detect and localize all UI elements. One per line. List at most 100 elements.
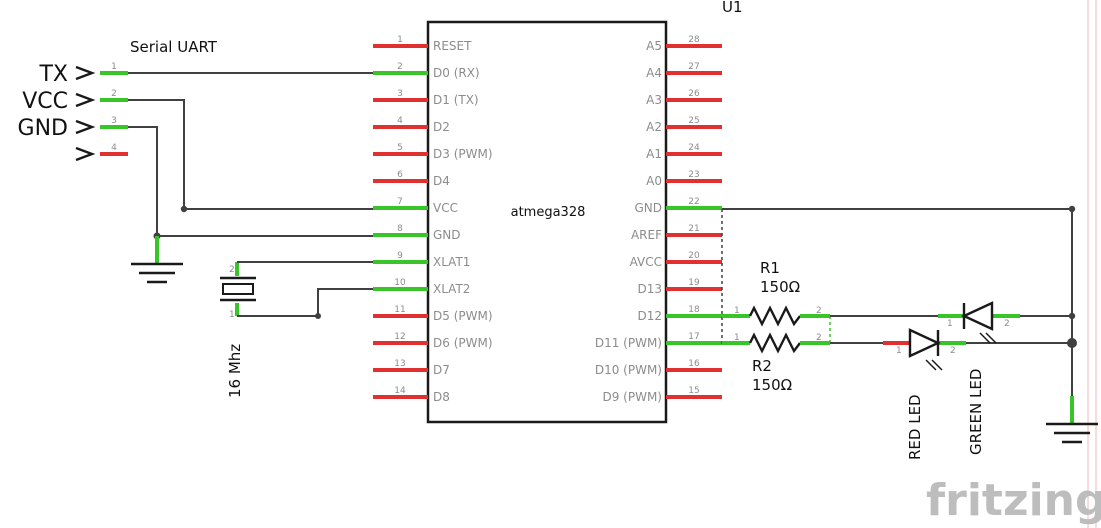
chip-pin-number: 26 — [688, 89, 700, 99]
resistor-r2[interactable]: 1 2 — [722, 332, 830, 354]
crystal-pin1-number: 1 — [229, 310, 235, 320]
chip-pin-number: 18 — [688, 305, 700, 315]
chip-pin-number: 21 — [688, 224, 699, 234]
uart-title: Serial UART — [130, 38, 218, 56]
uart-socket-icon — [75, 119, 96, 135]
chip-pin-label: D1 (TX) — [433, 93, 479, 107]
uart-pin-number: 3 — [111, 116, 117, 126]
chip-pin-number: 22 — [688, 197, 699, 207]
chip-pin-label: D9 (PWM) — [602, 390, 662, 404]
chip-pin-number: 1 — [397, 35, 403, 45]
fritzing-logo: fritzing — [926, 475, 1101, 526]
junction-dot — [180, 205, 188, 213]
chip-pin-number: 9 — [397, 251, 403, 261]
chip-pin-number: 17 — [688, 332, 699, 342]
chip-pin-number: 28 — [688, 35, 700, 45]
r2-pin2-number: 2 — [816, 333, 822, 343]
chip-pin-number: 27 — [688, 62, 699, 72]
junction-dot — [315, 313, 321, 319]
r1-ref-label: R1 — [760, 259, 780, 277]
chip-pin-number: 3 — [397, 89, 403, 99]
chip-pin-number: 20 — [688, 251, 700, 261]
chip-pin-number: 5 — [397, 143, 403, 153]
chip-pin-number: 10 — [394, 278, 406, 288]
chip-pin-number: 14 — [394, 386, 406, 396]
ground-symbol-left — [131, 236, 183, 284]
chip-pin-label: D2 — [433, 120, 450, 134]
uart-socket-icon — [75, 92, 96, 108]
wire-xlat2 — [237, 288, 373, 317]
uart-pin-number: 2 — [111, 89, 117, 99]
chip-pin-number: 6 — [397, 170, 403, 180]
chip-pin-label: D10 (PWM) — [595, 363, 662, 377]
uart-connector[interactable]: 1 TX 2 VCC 3 GND 4 — [18, 62, 128, 162]
red-led-label: RED LED — [906, 394, 924, 460]
wire-gnd-right — [722, 208, 1073, 396]
red-led-pin2-number: 2 — [950, 346, 956, 356]
chip-pin-label: AREF — [631, 228, 662, 242]
green-led-label: GREEN LED — [967, 369, 985, 455]
chip-pin-label: D5 (PWM) — [433, 309, 493, 323]
r2-ref-label: R2 — [752, 357, 772, 375]
r1-pin1-number: 1 — [734, 306, 740, 316]
r2-value-label: 150Ω — [752, 376, 792, 394]
uart-pin-number: 4 — [111, 143, 117, 153]
chip-pin-label: XLAT2 — [433, 282, 470, 296]
chip-pin-label: D12 — [637, 309, 662, 323]
uart-pin-label: VCC — [22, 89, 68, 114]
chip-pin-label: A1 — [646, 147, 662, 161]
chip-pin-number: 12 — [394, 332, 405, 342]
crystal-pin2-number: 2 — [229, 265, 235, 275]
chip-pin-label: D3 (PWM) — [433, 147, 493, 161]
green-led[interactable]: 1 2 — [938, 301, 1020, 344]
chip-pin-label: D7 — [433, 363, 450, 377]
uart-pin-number: 1 — [111, 62, 117, 72]
uart-socket-icon — [75, 65, 96, 81]
chip-pin-number: 25 — [688, 116, 699, 126]
resistor-r1[interactable]: 1 2 — [722, 305, 830, 327]
chip-pin-label: AVCC — [630, 255, 662, 269]
chip-pin-label: D4 — [433, 174, 450, 188]
chip-ref-label: U1 — [722, 0, 743, 16]
uart-pin-label: TX — [38, 62, 68, 87]
chip-pin-number: 16 — [688, 359, 700, 369]
red-led-pin1-number: 1 — [896, 346, 902, 356]
chip-pin-number: 13 — [394, 359, 405, 369]
chip-pin-label: GND — [634, 201, 662, 215]
chip-pin-label: D8 — [433, 390, 450, 404]
chip-pin-number: 15 — [688, 386, 699, 396]
chip-pin-number: 2 — [397, 62, 403, 72]
r1-value-label: 150Ω — [760, 278, 800, 296]
chip-pin-label: A0 — [646, 174, 662, 188]
chip-pin-label: RESET — [433, 39, 472, 53]
chip-pin-label: XLAT1 — [433, 255, 470, 269]
junction-dot — [1068, 205, 1076, 213]
uart-socket-icon — [75, 146, 96, 162]
green-led-pin1-number: 1 — [947, 319, 953, 329]
chip-pin-label: GND — [433, 228, 461, 242]
chip-pin-number: 8 — [397, 224, 403, 234]
chip-pin-number: 19 — [688, 278, 700, 288]
chip-right-pins: 28A527A426A325A224A123A022GND21AREF20AVC… — [595, 35, 722, 404]
chip-pin-label: A4 — [646, 66, 662, 80]
chip-pin-label: D13 — [637, 282, 662, 296]
chip-pin-number: 24 — [688, 143, 700, 153]
chip-pin-number: 11 — [394, 305, 405, 315]
chip-pin-label: D6 (PWM) — [433, 336, 493, 350]
crystal-symbol[interactable]: 2 1 — [220, 262, 256, 320]
chip-pin-label: D11 (PWM) — [595, 336, 662, 350]
wire-vcc — [128, 99, 373, 210]
chip-pin-label: A5 — [646, 39, 662, 53]
crystal-label: 16 Mhz — [226, 344, 244, 398]
green-led-pin2-number: 2 — [1004, 319, 1010, 329]
chip-pin-number: 4 — [397, 116, 403, 126]
wire-gnd — [128, 126, 373, 237]
chip-pin-number: 7 — [397, 197, 403, 207]
red-led[interactable]: 1 2 — [883, 328, 966, 371]
chip-pin-label: A3 — [646, 93, 662, 107]
uart-pin-label: GND — [18, 116, 68, 141]
ground-symbol-right — [1046, 396, 1098, 444]
atmega328-chip[interactable] — [426, 20, 668, 424]
